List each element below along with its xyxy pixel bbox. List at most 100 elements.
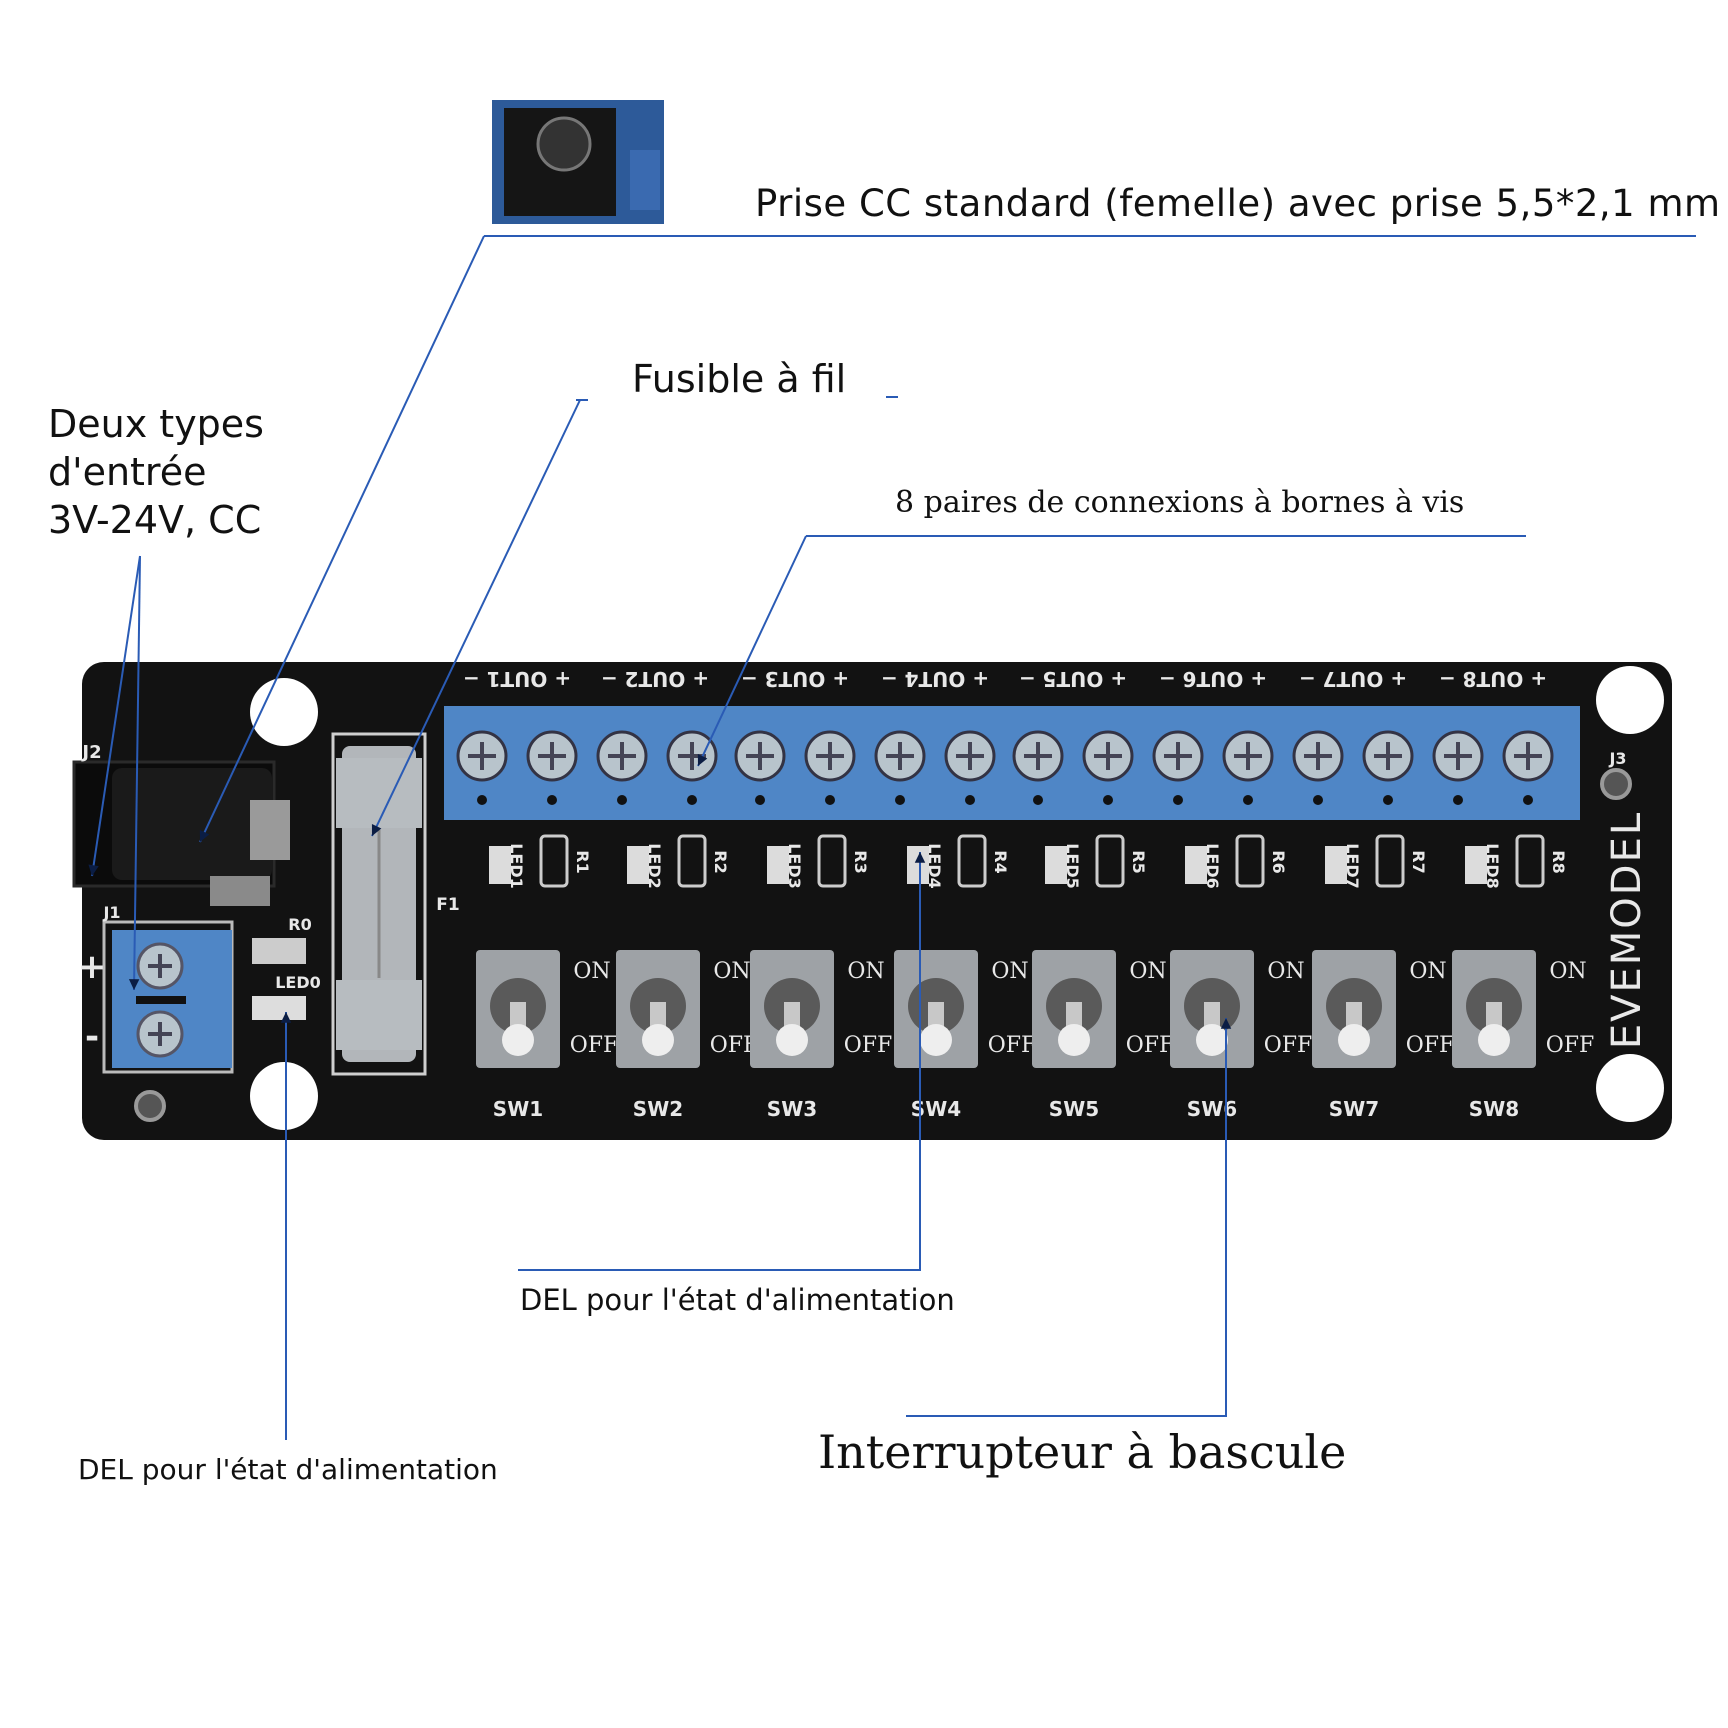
- off-label: OFF: [1406, 1033, 1455, 1058]
- terminal-hole: [617, 795, 627, 805]
- resistor: [957, 834, 987, 888]
- led-label: LED3: [785, 843, 804, 889]
- status-led: [627, 846, 649, 884]
- toggle-switch-tip: [920, 1024, 952, 1056]
- output-label-group: + OUT2 −: [601, 667, 709, 691]
- switch-label: SW5: [1049, 1097, 1099, 1121]
- dc-jack-pin: [250, 800, 290, 860]
- status-led: [907, 846, 929, 884]
- screw-slot: [1374, 742, 1402, 770]
- led-label-group: LED2: [645, 843, 664, 889]
- on-label: ON: [713, 959, 750, 984]
- jack-inset-terminal: [630, 150, 660, 210]
- off-label: OFF: [1126, 1033, 1175, 1058]
- on-label: ON: [847, 959, 884, 984]
- terminal-hole: [1453, 795, 1463, 805]
- on-label: ON: [1129, 959, 1166, 984]
- off-label: OFF: [844, 1033, 893, 1058]
- on-label: ON: [1409, 959, 1446, 984]
- input-leader-2-head: [128, 979, 140, 990]
- terminal-hole: [755, 795, 765, 805]
- minus-sign: -: [85, 1017, 99, 1057]
- terminal-hole: [1103, 795, 1113, 805]
- status-led: [1325, 846, 1347, 884]
- off-label: OFF: [570, 1033, 619, 1058]
- output-label-group: + OUT8 −: [1439, 667, 1547, 691]
- resistor-label: R1: [573, 850, 592, 873]
- terminal-hole: [547, 795, 557, 805]
- toggle-switch-tip: [1058, 1024, 1090, 1056]
- off-label: OFF: [988, 1033, 1037, 1058]
- mounting-hole: [250, 678, 318, 746]
- fuse-leader: [371, 399, 581, 837]
- toggle-switch-tip: [1478, 1024, 1510, 1056]
- fuse-holder-outline: [331, 732, 427, 1076]
- led-label: LED7: [1343, 843, 1362, 889]
- dc-jack-barrel: [112, 768, 272, 880]
- terminal-hole: [1243, 795, 1253, 805]
- terminals-leader: [697, 535, 807, 767]
- led-status-leader-2-head: [280, 1012, 292, 1023]
- terminals-leader-head: [697, 754, 708, 766]
- screw-slot: [746, 742, 774, 770]
- screw-slot: [816, 742, 844, 770]
- resistor-label-group: R6: [1269, 850, 1288, 873]
- terminal-hole: [1383, 795, 1393, 805]
- led-status-annotation-1: DEL pour l'état d'alimentation: [520, 1283, 955, 1317]
- switch-label: SW2: [633, 1097, 683, 1121]
- toggle-annotation: Interrupteur à bascule: [818, 1425, 1347, 1479]
- switch-label: SW1: [493, 1097, 543, 1121]
- fuse-cap-top: [336, 758, 422, 828]
- resistor-label: R6: [1269, 850, 1288, 873]
- screw-ref-label: J1: [102, 903, 120, 922]
- brand-group: EVEMODEL: [1604, 811, 1650, 1049]
- led-label-group: LED7: [1343, 843, 1362, 889]
- r0-label: R0: [288, 915, 311, 934]
- led-label-group: LED6: [1203, 843, 1222, 889]
- terminal-hole: [477, 795, 487, 805]
- output-label: + OUT8 −: [1439, 667, 1547, 691]
- screw-slot: [1304, 742, 1332, 770]
- led0-label: LED0: [275, 973, 321, 992]
- screw-slot: [148, 954, 172, 978]
- output-label-group: + OUT4 −: [881, 667, 989, 691]
- output-label: + OUT2 −: [601, 667, 709, 691]
- input-annotation-line-1: Deux types: [48, 402, 264, 446]
- toggle-switch-tip: [502, 1024, 534, 1056]
- led-label: LED8: [1483, 843, 1502, 889]
- led-label: LED1: [507, 843, 526, 889]
- input-annotation-line-3: 3V-24V, CC: [48, 498, 262, 542]
- screw-slot: [468, 742, 496, 770]
- output-label-group: + OUT3 −: [741, 667, 849, 691]
- toggle-switch-tip: [776, 1024, 808, 1056]
- fuse-cap-bottom: [336, 980, 422, 1050]
- header-ref-label: J3: [1608, 749, 1626, 768]
- output-label: + OUT7 −: [1299, 667, 1407, 691]
- resistor-label-group: R8: [1549, 850, 1568, 873]
- toggle-leader: [906, 1046, 1227, 1417]
- led-label-group: LED8: [1483, 843, 1502, 889]
- switch-label: SW7: [1329, 1097, 1379, 1121]
- led-label-group: LED3: [785, 843, 804, 889]
- resistor: [1515, 834, 1545, 888]
- toggle-switch-tip: [1196, 1024, 1228, 1056]
- resistor: [1095, 834, 1125, 888]
- terminal-hole: [965, 795, 975, 805]
- jack-ref-label: J2: [80, 742, 101, 763]
- output-label: + OUT4 −: [881, 667, 989, 691]
- led-status-arrow-1-head: [914, 852, 926, 863]
- input-leader-2: [133, 555, 141, 991]
- resistor-label: R8: [1549, 850, 1568, 873]
- resistor: [677, 834, 707, 888]
- screw-slot: [608, 742, 636, 770]
- resistor: [1235, 834, 1265, 888]
- status-led: [1465, 846, 1487, 884]
- fuse-leader-head: [371, 824, 382, 836]
- mounting-hole: [1596, 666, 1664, 734]
- screw-slot: [956, 742, 984, 770]
- led-label: LED5: [1063, 843, 1082, 889]
- dc-jack-annotation: Prise CC standard (femelle) avec prise 5…: [755, 182, 1721, 225]
- resistor-label-group: R2: [711, 850, 730, 873]
- led-label-group: LED5: [1063, 843, 1082, 889]
